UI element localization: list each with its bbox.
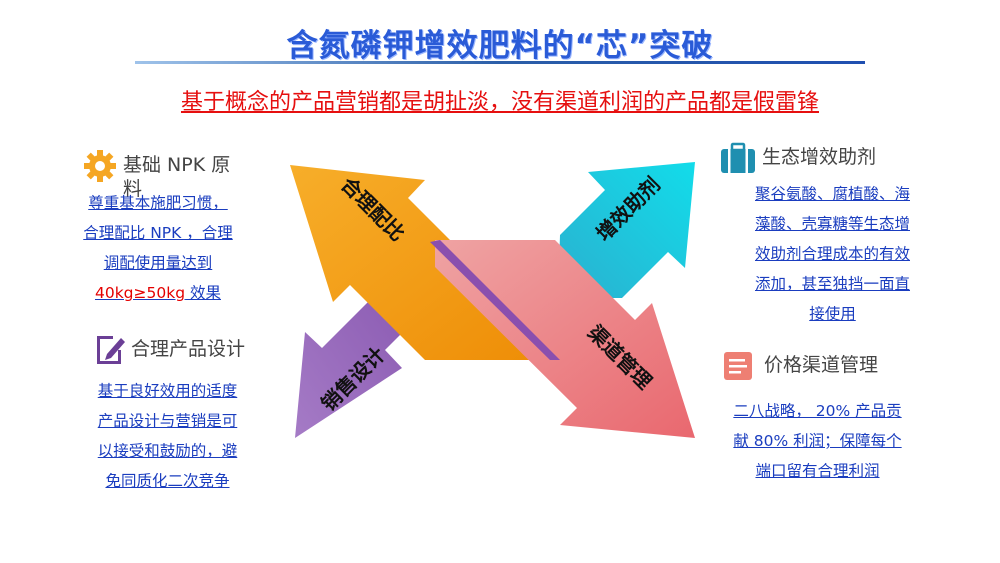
design-line-4: 免同质化二次竞争	[105, 472, 230, 490]
crossing-arrows-diagram: 合理配比 增效助剂 销售设计 渠道管理	[290, 162, 695, 438]
document-icon	[724, 352, 752, 380]
design-line-2: 产品设计与营销是可	[97, 412, 238, 430]
npk-dosage: 40kg≥50kg	[94, 284, 186, 302]
page-title: 含氮磷钾增效肥料的“芯”突破	[286, 28, 714, 64]
npk-line-3: 调配使用量达到	[103, 254, 213, 272]
design-line-3: 以接受和鼓励的，避	[97, 442, 238, 460]
price-body: 二八战略， 20% 产品贡 献 80% 利润；保障每个 端口留有合理利润	[720, 396, 915, 486]
page-subtitle: 基于概念的产品营销都是胡扯淡，没有渠道利润的产品都是假雷锋	[180, 90, 819, 115]
price-heading: 价格渠道管理	[764, 354, 879, 376]
npk-body: 尊重基本施肥习惯， 合理配比 NPK ，合理 调配使用量达到 40kg≥50kg…	[68, 188, 248, 308]
briefcase-icon	[721, 142, 755, 173]
npk-effect: 效果	[185, 284, 221, 302]
price-line-3: 端口留有合理利润	[755, 462, 880, 480]
npk-line-2: 合理配比 NPK ，合理	[83, 224, 233, 242]
eco-line-5: 接使用	[809, 305, 856, 323]
arrow-pink	[435, 240, 695, 438]
design-body: 基于良好效用的适度 产品设计与营销是可 以接受和鼓励的，避 免同质化二次竞争	[75, 376, 260, 496]
eco-line-2: 藻酸、壳寡糖等生态增	[754, 215, 910, 233]
price-line-1: 二八战略， 20% 产品贡	[733, 402, 902, 420]
arrow-divider	[430, 240, 560, 360]
design-heading: 合理产品设计	[131, 338, 246, 360]
eco-line-1: 聚谷氨酸、腐植酸、海	[754, 185, 910, 203]
npk-heading: 基础 NPK 原料	[123, 154, 231, 200]
eco-line-3: 效助剂合理成本的有效	[754, 245, 910, 263]
eco-body: 聚谷氨酸、腐植酸、海 藻酸、壳寡糖等生态增 效助剂合理成本的有效 添加，甚至独挡…	[740, 179, 925, 329]
edit-icon	[97, 336, 125, 364]
gear-icon	[84, 150, 116, 182]
arrow-cyan	[558, 162, 695, 298]
price-line-2: 献 80% 利润；保障每个	[733, 432, 902, 450]
eco-heading: 生态增效助剂	[762, 146, 877, 168]
eco-line-4: 添加，甚至独挡一面直	[754, 275, 910, 293]
design-line-1: 基于良好效用的适度	[97, 382, 238, 400]
npk-line-4: 40kg≥50kg 效果	[68, 278, 248, 308]
npk-line-1: 尊重基本施肥习惯，	[88, 194, 228, 212]
title-underline	[135, 61, 865, 64]
